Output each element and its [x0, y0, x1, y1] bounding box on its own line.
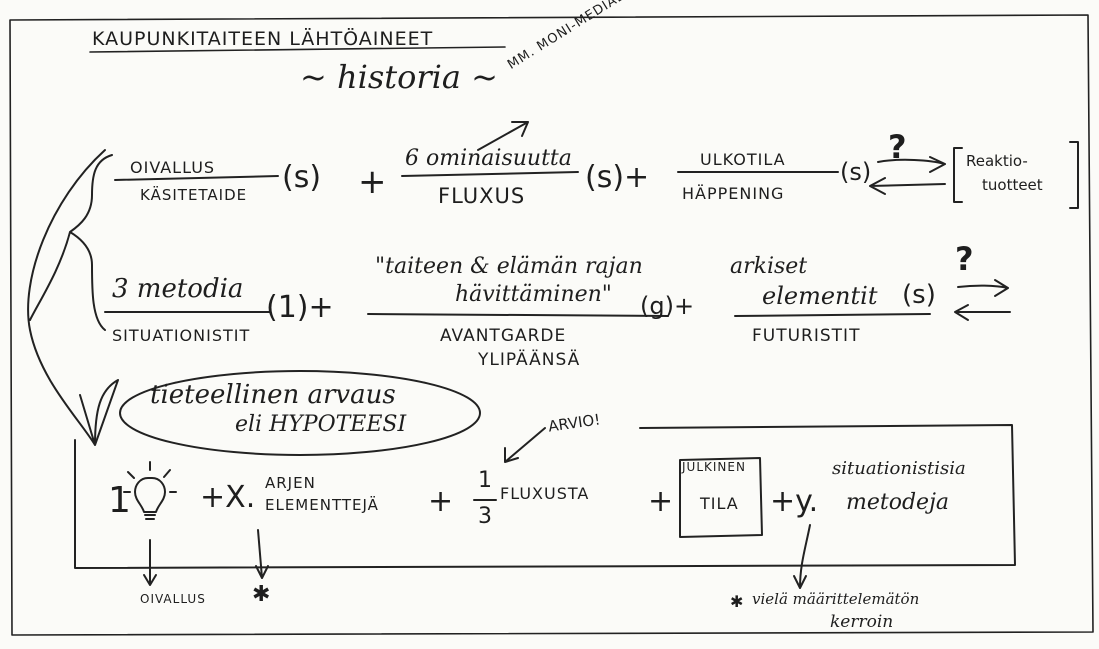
- formula-plus-y: +y.: [770, 484, 819, 519]
- r1-arrow-left: [869, 177, 946, 195]
- left-brace: [29, 154, 113, 331]
- footnote-star2: ✱: [730, 592, 744, 611]
- julkinen-box: [679, 457, 763, 538]
- r2-t1-num: 3 metodia: [112, 274, 244, 304]
- r2-t3-den: FUTURISTIT: [752, 326, 861, 346]
- subtitle: ~ historia ~: [300, 58, 498, 96]
- footnote-oivallus: OIVALLUS: [140, 592, 206, 606]
- r2-t3-num-2: elementit: [762, 282, 878, 310]
- r2-t2-num-1: "taiteen & elämän rajan: [375, 254, 643, 279]
- lightbulb-drawing: [123, 461, 177, 520]
- r1-reaktio-2: tuotteet: [982, 176, 1043, 194]
- formula-sit-2: metodeja: [846, 490, 950, 515]
- formula-one: 1: [108, 480, 131, 521]
- r1-bar1: [114, 175, 279, 181]
- mm-arrow: [477, 121, 529, 151]
- footnote-star: ✱: [252, 582, 271, 607]
- hypothesis-line1: tieteellinen arvaus: [150, 380, 396, 410]
- r2-bar3: [734, 313, 931, 317]
- r1-t3-den: HÄPPENING: [682, 184, 785, 203]
- hypothesis-line2: eli HYPOTEESI: [235, 412, 407, 437]
- r1-question: ?: [888, 128, 907, 166]
- r2-t2-den-1: AVANTGARDE: [440, 326, 567, 346]
- formula-arjen-1: ARJEN: [265, 474, 316, 492]
- formula-julkinen: JULKINEN: [682, 460, 746, 474]
- formula-plus2: +: [428, 484, 454, 519]
- formula-frac-num: 1: [478, 468, 492, 493]
- r1-bracket-right: [1069, 141, 1079, 209]
- y-arrow: [793, 524, 811, 589]
- formula-sit-1: situationistisia: [832, 458, 966, 479]
- formula-arjen-2: ELEMENTTEJÄ: [265, 496, 379, 514]
- formula-plus-x: +X.: [200, 480, 256, 515]
- hypothesis-ellipse: [119, 370, 481, 456]
- formula-tila: TILA: [700, 494, 739, 513]
- r2-arrow-right: [957, 279, 1009, 297]
- footnote-maar-1: vielä määrittelemätön: [752, 590, 920, 608]
- sweep-arrow: [27, 149, 119, 446]
- oivallus-arrow: [143, 539, 157, 586]
- r2-t1-den: SITUATIONISTIT: [112, 326, 251, 345]
- r2-t2-num-2: hävittäminen": [455, 282, 612, 307]
- arjen-arrow: [255, 529, 269, 579]
- title-underline: [89, 46, 506, 53]
- r1-t2-num: 6 ominaisuutta: [405, 146, 572, 171]
- r2-arrow-left: [954, 304, 1011, 321]
- r1-t1-num: OIVALLUS: [130, 158, 216, 177]
- title: KAUPUNKITAITEEN LÄHTÖAINEET: [92, 28, 434, 50]
- r1-reaktio-1: Reaktio-: [966, 152, 1028, 170]
- r1-t1-den: KÄSITETAIDE: [140, 186, 248, 204]
- r1-arrow-right: [877, 156, 946, 173]
- formula-plus3: +: [648, 484, 674, 519]
- r1-bar2: [401, 171, 579, 177]
- r2-t1-s: (1)+: [266, 290, 334, 325]
- r2-question: ?: [955, 240, 974, 278]
- r1-t3-s: (s): [840, 158, 872, 186]
- r1-plus1: +: [358, 162, 387, 202]
- formula-frac-den: 3: [478, 504, 492, 529]
- r2-t2-den-2: YLIPÄÄNSÄ: [478, 350, 581, 370]
- r2-t3-s: (s): [902, 280, 936, 310]
- r1-t2-s: (s)+: [585, 160, 650, 195]
- r1-t3-num: ULKOTILA: [700, 150, 786, 169]
- r1-t1-s: (s): [282, 160, 322, 195]
- formula-box: [74, 424, 1016, 569]
- footnote-maar-2: kerroin: [830, 612, 894, 632]
- r2-bar2: [367, 313, 669, 317]
- formula-fluxusta: FLUXUSTA: [500, 484, 590, 503]
- r1-t2-den: FLUXUS: [438, 184, 526, 208]
- r2-t3-num-1: arkiset: [730, 254, 808, 279]
- arvio-arrow: [504, 427, 546, 463]
- r1-bracket-left: [953, 147, 963, 203]
- r2-t2-s: (g)+: [640, 292, 695, 320]
- outer-frame: [9, 14, 1094, 636]
